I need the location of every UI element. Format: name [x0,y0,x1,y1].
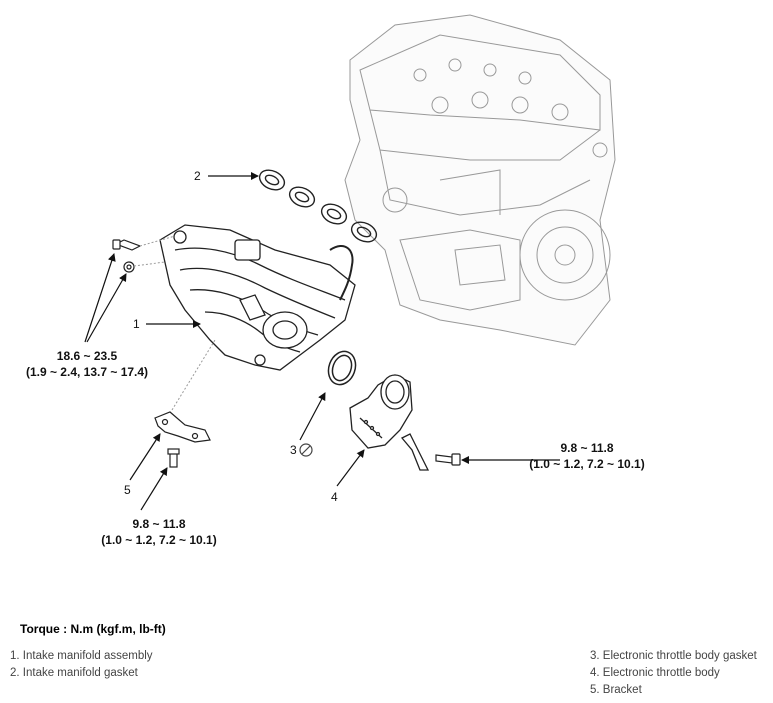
legend-item: 1. Intake manifold assembly [10,650,153,662]
callout-1: 1 [133,317,140,331]
callout-4: 4 [331,490,338,504]
intake-manifold-gasket-illustration [258,169,378,243]
torque-alt: (1.0 ~ 1.2, 7.2 ~ 10.1) [101,533,217,547]
leader-lines [84,172,560,511]
legend-item: 4. Electronic throttle body [590,667,720,679]
torque-spec-throttle-bracket: 9.8 ~ 11.8 (1.0 ~ 1.2, 7.2 ~ 10.1) [512,440,662,472]
torque-nm: 9.8 ~ 11.8 [560,441,614,455]
legend-right: 3. Electronic throttle body gasket 4. El… [590,648,757,699]
callout-3: 3 [290,443,297,457]
legend-item: 3. Electronic throttle body gasket [590,650,757,662]
legend-left: 1. Intake manifold assembly 2. Intake ma… [10,648,153,682]
throttle-bolt-illustration [435,453,461,466]
torque-spec-manifold: 18.6 ~ 23.5 (1.9 ~ 2.4, 13.7 ~ 17.4) [8,348,166,380]
torque-nm: 18.6 ~ 23.5 [56,349,118,363]
torque-nm: 9.8 ~ 11.8 [132,517,186,531]
legend-item: 5. Bracket [590,684,642,696]
engine-block-illustration [344,14,616,346]
manifold-bolts-illustration [112,239,142,273]
torque-spec-bracket-bolt: 9.8 ~ 11.8 (1.0 ~ 1.2, 7.2 ~ 10.1) [84,516,234,548]
torque-units-title: Torque : N.m (kgf.m, lb-ft) [20,622,166,636]
legend-item: 2. Intake manifold gasket [10,667,138,679]
bracket-illustration [154,411,211,468]
callout-5: 5 [124,483,131,497]
throttle-gasket-illustration [327,350,357,386]
throttle-body-illustration [349,374,430,471]
exploded-view-diagram [84,14,616,511]
callout-2: 2 [194,169,201,183]
torque-alt: (1.9 ~ 2.4, 13.7 ~ 17.4) [25,365,149,379]
intake-manifold-illustration [159,224,356,371]
torque-alt: (1.0 ~ 1.2, 7.2 ~ 10.1) [529,457,645,471]
do-not-reuse-icon [299,443,313,457]
